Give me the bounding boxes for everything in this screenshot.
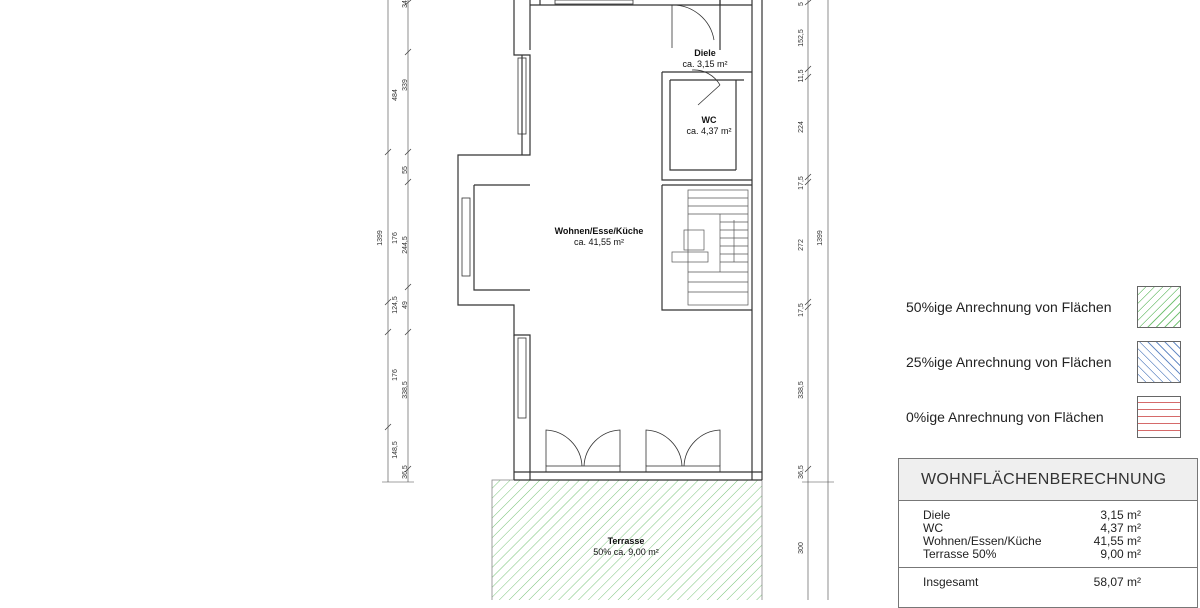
calc-total-value: 58,07 m²	[1093, 575, 1141, 589]
staircase	[671, 189, 749, 306]
dimension-ticks	[384, 0, 812, 473]
dim-left-outer-2: 1399	[377, 230, 384, 246]
legend-item-0: 0%ige Anrechnung von Flächen	[906, 396, 1196, 440]
calc-row-terrasse: Terrasse 50% 9,00 m²	[899, 548, 1197, 561]
dim-right-inner-1: 5	[798, 2, 805, 6]
calc-label: Wohnen/Essen/Küche	[923, 534, 1042, 548]
calc-label: Terrasse 50%	[923, 547, 997, 561]
dim-left-inner-5: 244,5	[402, 236, 409, 254]
calc-label: Diele	[923, 508, 951, 522]
room-area-terrasse: 50% ca. 9,00 m²	[593, 547, 659, 557]
dimension-lines	[382, 0, 834, 600]
calc-value: 3,15 m²	[1100, 508, 1141, 522]
dim-right-inner-5: 17,5	[798, 176, 805, 190]
dimension-labels: 484 1399 124,5 176 148,5 34 339 55 176 2…	[377, 0, 824, 554]
doors	[545, 4, 721, 467]
walls	[457, 0, 763, 481]
room-name-diele: Diele	[694, 48, 716, 58]
calc-label: WC	[923, 521, 943, 535]
dim-left-outer-5: 148,5	[392, 441, 399, 459]
calc-row-wc: WC 4,37 m²	[899, 522, 1197, 535]
calc-total-label: Insgesamt	[923, 575, 979, 589]
dim-right-inner-10: 300	[798, 542, 805, 554]
dim-right-inner-8: 338,5	[798, 381, 805, 399]
legend-label: 0%ige Anrechnung von Flächen	[906, 409, 1104, 425]
dim-right-outer-1: 1399	[817, 230, 824, 246]
dim-left-outer-4: 176	[392, 369, 399, 381]
calc-value: 41,55 m²	[1093, 534, 1141, 548]
dim-right-inner-3: 11,5	[798, 69, 805, 82]
calc-row-wohnen: Wohnen/Essen/Küche 41,55 m²	[899, 535, 1197, 548]
calc-row-total: Insgesamt 58,07 m²	[899, 567, 1197, 589]
room-name-terrasse: Terrasse	[608, 536, 645, 546]
terrace-area	[491, 479, 763, 600]
legend-item-50: 50%ige Anrechnung von Flächen	[906, 286, 1196, 330]
dim-left-inner-4: 176	[392, 232, 399, 244]
room-labels: Diele ca. 3,15 m² WC ca. 4,37 m² Wohnen/…	[555, 48, 732, 557]
calc-value: 4,37 m²	[1100, 521, 1141, 535]
dim-left-inner-6: 49	[402, 301, 409, 309]
dim-right-inner-2: 152,5	[798, 29, 805, 47]
legend-swatch-green	[1137, 286, 1181, 328]
dim-right-inner-6: 272	[798, 239, 805, 251]
room-area-wc: ca. 4,37 m²	[686, 126, 731, 136]
dim-left-inner-2: 339	[402, 79, 409, 91]
legend-swatch-blue	[1137, 341, 1181, 383]
room-area-diele: ca. 3,15 m²	[682, 59, 727, 69]
calc-row-diele: Diele 3,15 m²	[899, 509, 1197, 522]
dim-right-inner-9: 36,5	[798, 465, 805, 479]
room-name-wc: WC	[702, 115, 717, 125]
calc-value: 9,00 m²	[1100, 547, 1141, 561]
dim-left-inner-7: 338,5	[402, 381, 409, 399]
windows	[461, 0, 721, 473]
dim-left-inner-1: 34	[402, 0, 409, 8]
room-area-wohnen: ca. 41,55 m²	[574, 237, 624, 247]
dim-left-inner-3: 55	[402, 166, 409, 174]
room-name-wohnen: Wohnen/Esse/Küche	[555, 226, 644, 236]
dim-right-inner-7: 17,5	[798, 303, 805, 317]
legend-label: 50%ige Anrechnung von Flächen	[906, 299, 1112, 315]
dim-right-inner-4: 224	[798, 121, 805, 133]
calculation-title: WOHNFLÄCHENBERECHNUNG	[899, 459, 1197, 501]
legend-item-25: 25%ige Anrechnung von Flächen	[906, 341, 1196, 385]
dim-left-inner-8: 36,5	[402, 465, 409, 479]
area-calculation-table: WOHNFLÄCHENBERECHNUNG Diele 3,15 m² WC 4…	[898, 458, 1198, 608]
dim-left-outer-3: 124,5	[392, 296, 399, 314]
dim-left-outer-1: 484	[392, 89, 399, 101]
legend-swatch-red	[1137, 396, 1181, 438]
legend-label: 25%ige Anrechnung von Flächen	[906, 354, 1112, 370]
